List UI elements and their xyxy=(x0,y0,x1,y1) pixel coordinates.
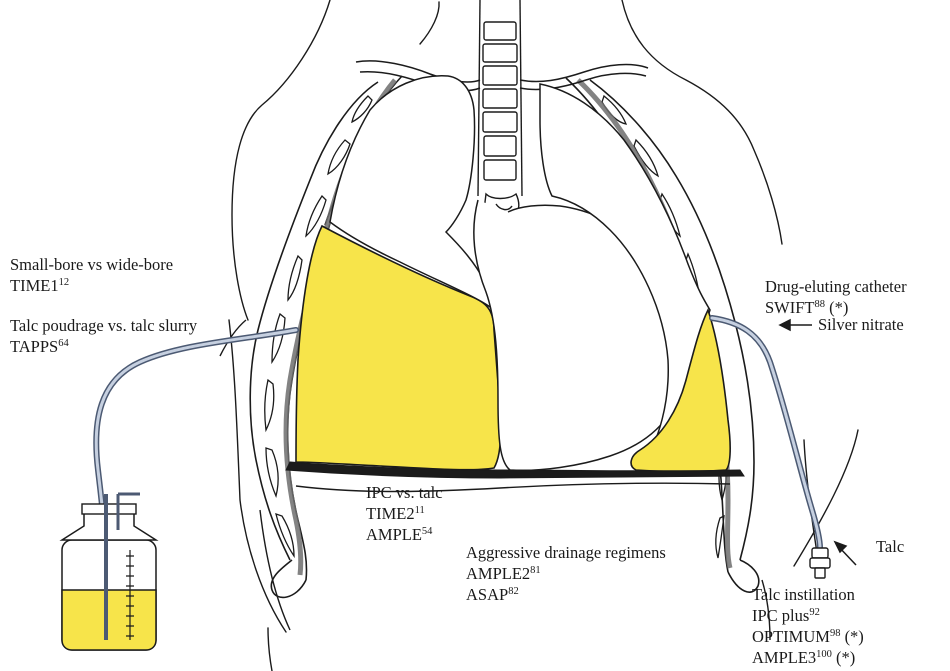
drainage-trial1: AMPLE2 xyxy=(466,564,530,583)
drainage-trial2: ASAP xyxy=(466,585,508,604)
instillation-ref2: 98 xyxy=(830,628,841,639)
ipc-talc-label: IPC vs. talc TIME211 AMPLE54 xyxy=(366,482,443,545)
spine xyxy=(478,0,522,227)
silver-nitrate-label: Silver nitrate xyxy=(818,314,904,335)
ipc-talc-ref1: 11 xyxy=(415,505,425,516)
instillation-note2: (*) xyxy=(840,627,863,646)
instillation-note3: (*) xyxy=(832,648,855,667)
catheter-valve xyxy=(810,548,830,578)
instillation-ref1: 92 xyxy=(809,607,820,618)
instillation-trial1: IPC plus xyxy=(752,606,809,625)
talc-text: Talc xyxy=(876,537,904,556)
ipc-talc-trial2: AMPLE xyxy=(366,525,422,544)
drug-eluting-ref: 88 xyxy=(815,299,826,310)
diaphragm-outer xyxy=(296,483,730,491)
poudrage-label: Talc poudrage vs. talc slurry TAPPS64 xyxy=(10,315,197,357)
poudrage-title: Talc poudrage vs. talc slurry xyxy=(10,315,197,336)
ipc-talc-trial1: TIME2 xyxy=(366,504,415,523)
poudrage-trial: TAPPS xyxy=(10,337,58,356)
drug-eluting-title: Drug-eluting catheter xyxy=(765,276,907,297)
instillation-title: Talc instillation xyxy=(752,584,864,605)
talc-arrow xyxy=(835,542,856,565)
ipc-talc-ref2: 54 xyxy=(422,526,433,537)
small-bore-ref: 12 xyxy=(59,277,70,288)
instillation-trial2: OPTIMUM xyxy=(752,627,830,646)
poudrage-ref: 64 xyxy=(58,338,69,349)
instillation-ref3: 100 xyxy=(816,649,832,660)
drug-eluting-label: Drug-eluting catheter SWIFT88 (*) xyxy=(765,276,907,318)
talc-label: Talc xyxy=(876,536,904,557)
drug-eluting-trial: SWIFT xyxy=(765,298,815,317)
instillation-label: Talc instillation IPC plus92 OPTIMUM98 (… xyxy=(752,584,864,668)
silver-nitrate-text: Silver nitrate xyxy=(818,315,904,334)
instillation-trial3: AMPLE3 xyxy=(752,648,816,667)
drainage-label: Aggressive drainage regimens AMPLE281 AS… xyxy=(466,542,666,605)
small-bore-trial: TIME1 xyxy=(10,276,59,295)
drainage-title: Aggressive drainage regimens xyxy=(466,542,666,563)
small-bore-label: Small-bore vs wide-bore TIME112 xyxy=(10,254,173,296)
drainage-ref2: 82 xyxy=(508,586,519,597)
small-bore-title: Small-bore vs wide-bore xyxy=(10,254,173,275)
drainage-bottle xyxy=(62,494,156,650)
silver-nitrate-arrow xyxy=(780,320,812,330)
ipc-talc-title: IPC vs. talc xyxy=(366,482,443,503)
drainage-ref1: 81 xyxy=(530,565,541,576)
